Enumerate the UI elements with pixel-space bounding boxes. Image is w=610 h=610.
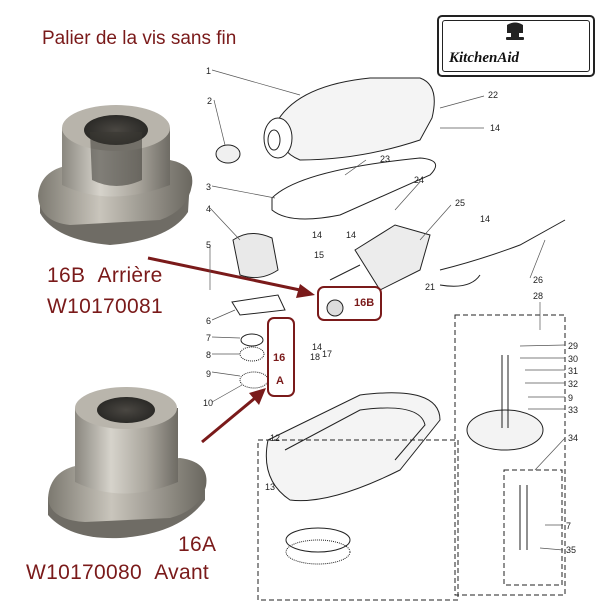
ring-gear bbox=[285, 527, 351, 553]
callout-16a-label-bottom: A bbox=[276, 375, 284, 387]
svg-text:10: 10 bbox=[203, 398, 213, 408]
svg-text:5: 5 bbox=[206, 240, 211, 250]
svg-text:8: 8 bbox=[206, 350, 211, 360]
callout-16b-label: 16B bbox=[354, 297, 375, 309]
svg-text:12: 12 bbox=[270, 433, 280, 443]
rear-bearing-image bbox=[38, 105, 193, 245]
gasket bbox=[271, 157, 437, 220]
svg-text:14: 14 bbox=[480, 214, 490, 224]
svg-text:4: 4 bbox=[206, 204, 211, 214]
planetary-carrier bbox=[466, 409, 544, 451]
front-part-number: W10170080 bbox=[26, 561, 142, 584]
svg-text:32: 32 bbox=[568, 379, 578, 389]
svg-text:7: 7 bbox=[566, 521, 571, 531]
rear-arrow bbox=[147, 256, 315, 298]
end-cap bbox=[215, 144, 241, 164]
bracket-6 bbox=[231, 294, 286, 316]
svg-text:26: 26 bbox=[533, 275, 543, 285]
svg-text:34: 34 bbox=[568, 433, 578, 443]
front-arrow bbox=[201, 388, 266, 444]
svg-text:9: 9 bbox=[568, 393, 573, 403]
svg-text:29: 29 bbox=[568, 341, 578, 351]
svg-text:3: 3 bbox=[206, 182, 211, 192]
svg-text:30: 30 bbox=[568, 354, 578, 364]
rear-position: Arrière bbox=[97, 264, 163, 287]
svg-text:17: 17 bbox=[322, 349, 332, 359]
svg-text:14: 14 bbox=[312, 342, 322, 352]
svg-text:13: 13 bbox=[265, 482, 275, 492]
motor-housing bbox=[263, 77, 435, 161]
svg-text:23: 23 bbox=[380, 154, 390, 164]
svg-text:31: 31 bbox=[568, 366, 578, 376]
svg-text:21: 21 bbox=[425, 282, 435, 292]
planetary-assembly-box bbox=[454, 314, 566, 596]
motor bbox=[326, 224, 431, 317]
worm-gear-housing bbox=[232, 233, 279, 279]
svg-text:14: 14 bbox=[346, 230, 356, 240]
svg-text:14: 14 bbox=[312, 230, 322, 240]
callout-16a-box bbox=[267, 317, 295, 397]
svg-text:15: 15 bbox=[314, 250, 324, 260]
svg-text:35: 35 bbox=[566, 545, 576, 555]
gear-10 bbox=[239, 371, 269, 389]
front-label-line: W10170080 Avant bbox=[26, 561, 209, 585]
svg-text:28: 28 bbox=[533, 291, 543, 301]
svg-text:22: 22 bbox=[488, 90, 498, 100]
rear-part-number: W10170081 bbox=[47, 295, 163, 318]
power-cord bbox=[439, 219, 566, 271]
svg-text:14: 14 bbox=[490, 123, 500, 133]
rear-code: 16B bbox=[47, 264, 86, 287]
svg-text:1: 1 bbox=[206, 66, 211, 76]
brand-wordmark: KitchenAid bbox=[449, 50, 520, 66]
svg-text:6: 6 bbox=[206, 316, 211, 326]
svg-text:18: 18 bbox=[310, 352, 320, 362]
rear-label-code: 16B Arrière bbox=[47, 264, 163, 288]
front-code: 16A bbox=[178, 533, 217, 556]
page-title: Palier de la vis sans fin bbox=[42, 28, 237, 49]
svg-text:9: 9 bbox=[206, 369, 211, 379]
kitchenaid-logo: KitchenAid bbox=[437, 15, 595, 77]
mixer-logo-icon bbox=[506, 22, 524, 40]
svg-text:25: 25 bbox=[455, 198, 465, 208]
svg-text:33: 33 bbox=[568, 405, 578, 415]
svg-text:2: 2 bbox=[207, 96, 212, 106]
svg-text:7: 7 bbox=[206, 333, 211, 343]
callout-16a-label-top: 16 bbox=[273, 352, 286, 364]
gear-7 bbox=[240, 333, 264, 347]
gearbox-housing bbox=[265, 392, 441, 502]
front-bearing-image bbox=[48, 387, 207, 539]
shaft-assembly-box bbox=[503, 469, 563, 586]
front-position: Avant bbox=[154, 561, 210, 584]
svg-text:24: 24 bbox=[414, 175, 424, 185]
callout-16b-box bbox=[317, 286, 382, 321]
gear-8 bbox=[239, 346, 265, 362]
